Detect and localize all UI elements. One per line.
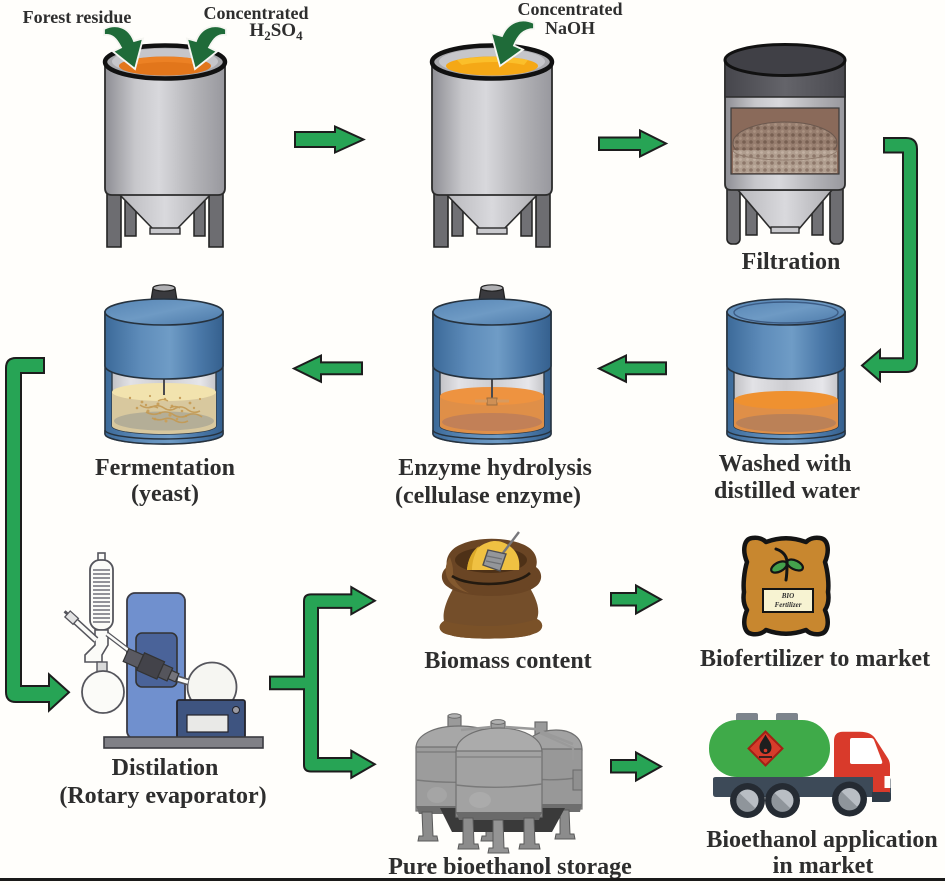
svg-text:in market: in market: [773, 853, 874, 879]
svg-text:distilled water: distilled water: [714, 478, 860, 504]
svg-text:Pure bioethanol storage: Pure bioethanol storage: [388, 854, 632, 880]
svg-text:Biomass content: Biomass content: [424, 648, 591, 674]
svg-text:(yeast): (yeast): [131, 481, 199, 507]
svg-text:(cellulase enzyme): (cellulase enzyme): [395, 483, 581, 509]
svg-text:NaOH: NaOH: [545, 18, 595, 38]
svg-text:BIO: BIO: [781, 592, 794, 600]
svg-text:H2SO4: H2SO4: [249, 20, 303, 43]
svg-text:Distilation: Distilation: [112, 755, 219, 781]
svg-text:Biofertilizer to market: Biofertilizer to market: [700, 646, 930, 672]
svg-text:Bioethanol application: Bioethanol application: [706, 827, 937, 853]
svg-text:Concentrated: Concentrated: [518, 0, 623, 19]
svg-text:Enzyme hydrolysis: Enzyme hydrolysis: [398, 455, 592, 481]
svg-text:(Rotary evaporator): (Rotary evaporator): [59, 783, 266, 809]
svg-text:Forest residue: Forest residue: [23, 7, 132, 27]
svg-text:Washed with: Washed with: [719, 451, 852, 477]
svg-text:Fermentation: Fermentation: [95, 455, 235, 481]
svg-text:Filtration: Filtration: [742, 249, 841, 275]
svg-text:Fertilizer: Fertilizer: [775, 601, 802, 609]
svg-text:Concentrated: Concentrated: [204, 3, 309, 23]
